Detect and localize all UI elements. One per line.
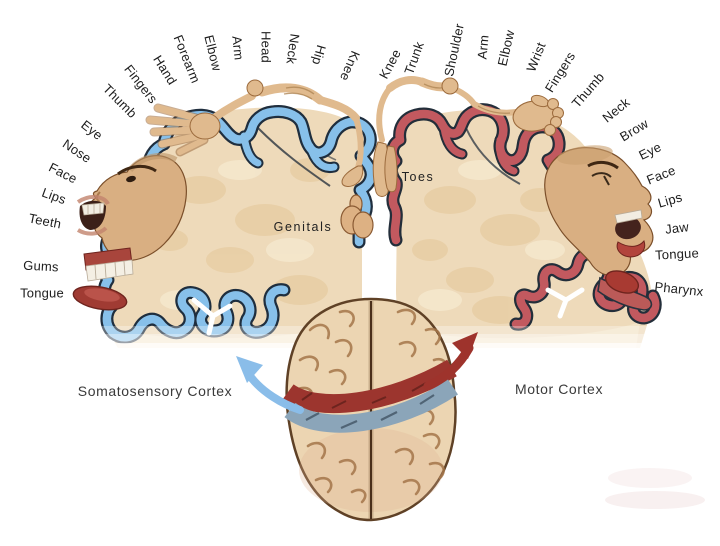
- motor-face: [544, 145, 654, 294]
- motor-strip-band: [282, 359, 457, 414]
- motor-homunculus: [372, 76, 564, 197]
- sensory-strip-band: [284, 379, 458, 433]
- watermark: [605, 468, 705, 509]
- brain-top-view: [282, 297, 458, 522]
- motor-arrow: [423, 332, 478, 391]
- motor-cortex-illustration: [385, 103, 662, 348]
- sensory-face: [72, 152, 187, 311]
- sensory-homunculus: [145, 79, 374, 239]
- sensory-arrow: [236, 356, 304, 414]
- genitals-figure: [340, 194, 374, 239]
